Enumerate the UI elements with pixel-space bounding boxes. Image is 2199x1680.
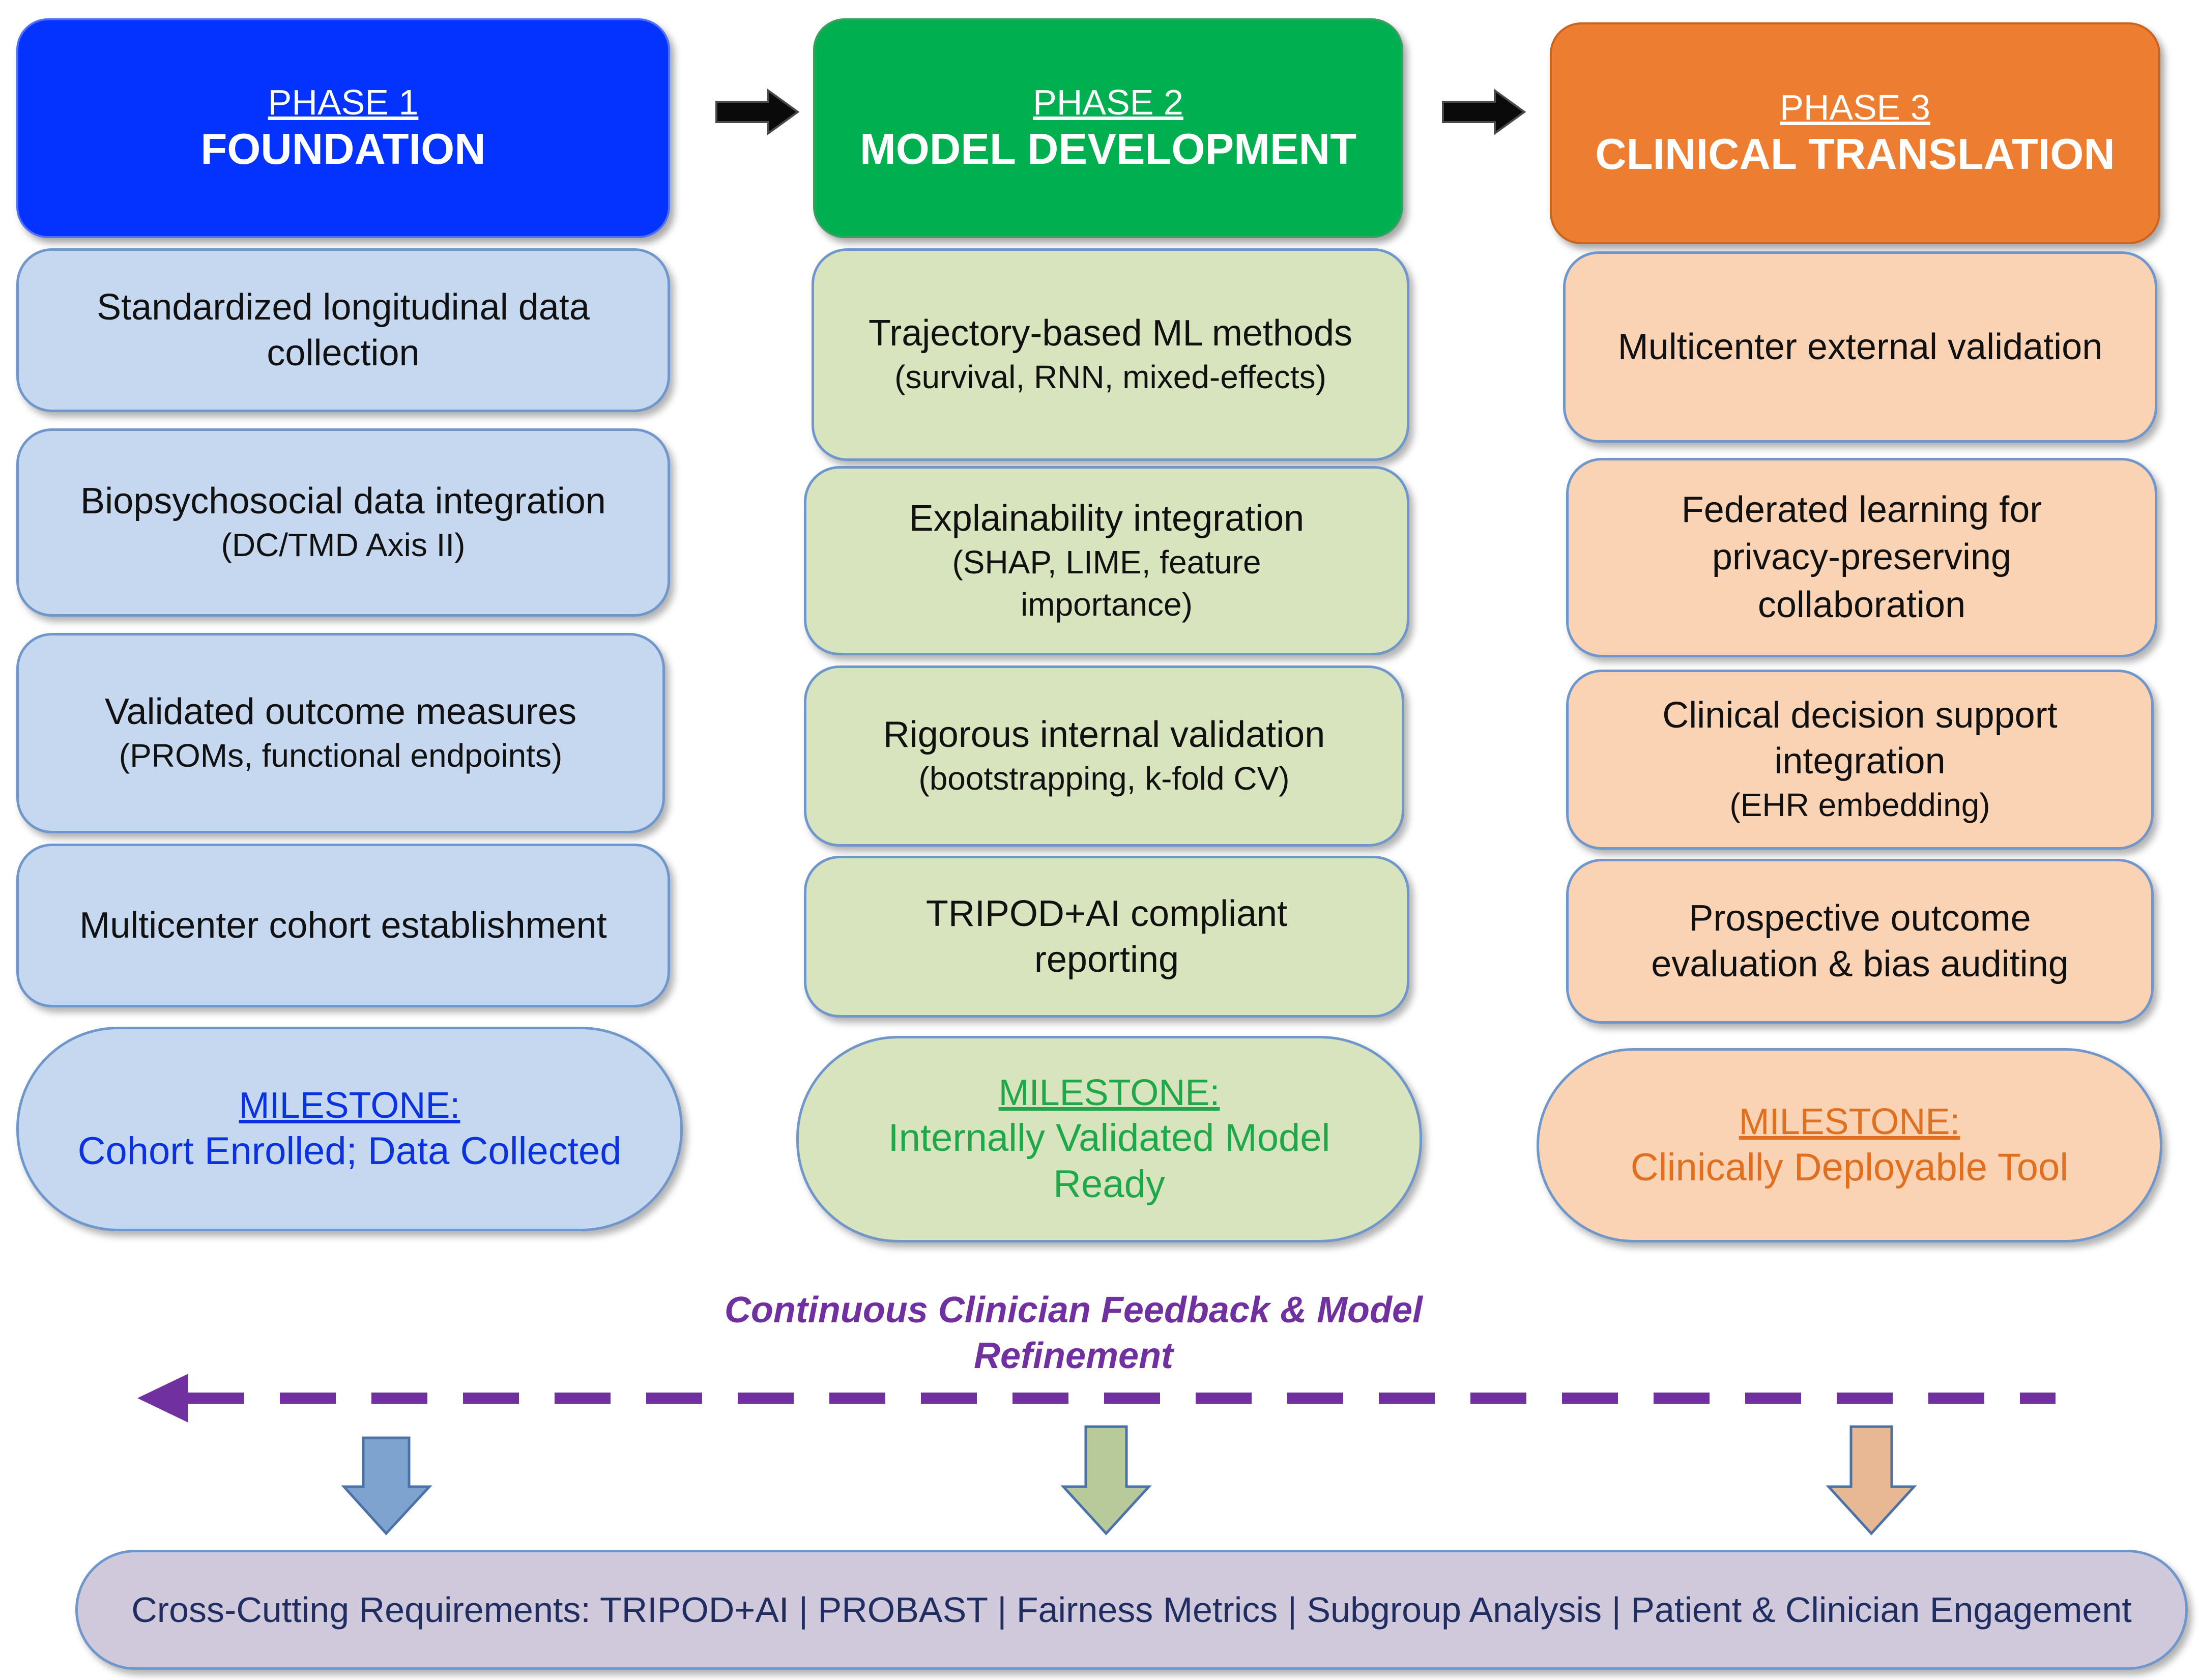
phase-3-title: CLINICAL TRANSLATION	[1595, 130, 2115, 179]
milestone-label: MILESTONE:	[998, 1072, 1220, 1113]
step-text: Multicenter external validation	[1617, 327, 2103, 367]
arrow-shape	[715, 89, 800, 135]
phase-1-step-2: Biopsychosocial data integration (DC/TMD…	[16, 428, 670, 617]
step-subtext: (PROMs, functional endpoints)	[119, 737, 563, 774]
step-subtext: (bootstrapping, k-fold CV)	[918, 760, 1290, 797]
milestone-text: Internally Validated Model Ready	[888, 1116, 1330, 1206]
step-text: Biopsychosocial data integration	[80, 481, 606, 522]
down-arrow-shape	[1826, 1425, 1917, 1536]
feedback-label: Continuous Clinician Feedback & Model Re…	[724, 1290, 1423, 1376]
cross-cutting-text: Cross-Cutting Requirements: TRIPOD+AI | …	[131, 1590, 2132, 1630]
phase-3-step-4: Prospective outcome evaluation & bias au…	[1566, 859, 2154, 1024]
step-text: Explainability integration	[909, 498, 1305, 539]
phase-1-down-arrow	[341, 1436, 432, 1536]
milestone-label: MILESTONE:	[1739, 1102, 1960, 1143]
step-subtext: (SHAP, LIME, feature importance)	[952, 543, 1261, 623]
phase-2-step-3: Rigorous internal validation (bootstrapp…	[804, 665, 1404, 847]
phase-1-step-1: Standardized longitudinal data collectio…	[16, 248, 670, 412]
phase-1-to-2-arrow	[715, 89, 800, 135]
phase-2-header: PHASE 2 MODEL DEVELOPMENT	[813, 18, 1403, 238]
feedback-dashed-arrow	[137, 1374, 2056, 1423]
phase-3-step-1: Multicenter external validation	[1563, 251, 2157, 443]
step-subtext: (survival, RNN, mixed-effects)	[894, 359, 1326, 396]
phase-2-milestone: MILESTONE: Internally Validated Model Re…	[796, 1036, 1422, 1242]
phase-2-step-2: Explainability integration (SHAP, LIME, …	[804, 466, 1409, 655]
cross-cutting-requirements: Cross-Cutting Requirements: TRIPOD+AI | …	[75, 1550, 2188, 1670]
phase-2-title: MODEL DEVELOPMENT	[859, 125, 1356, 174]
milestone-label: MILESTONE:	[239, 1085, 460, 1126]
step-text: Federated learning for privacy-preservin…	[1681, 489, 2042, 625]
phase-1-milestone: MILESTONE: Cohort Enrolled; Data Collect…	[16, 1027, 683, 1231]
milestone-text: Cohort Enrolled; Data Collected	[77, 1129, 622, 1173]
arrow-shape	[1442, 89, 1526, 135]
phase-1-title: FOUNDATION	[200, 125, 486, 174]
phase-3-milestone: MILESTONE: Clinically Deployable Tool	[1537, 1048, 2162, 1242]
phase-2-step-4: TRIPOD+AI compliant reporting	[804, 856, 1409, 1018]
phase-2-down-arrow	[1060, 1425, 1152, 1536]
step-text: Clinical decision support integration	[1662, 695, 2058, 782]
down-arrow-shape	[341, 1436, 432, 1536]
phase-2-step-1: Trajectory-based ML methods (survival, R…	[812, 248, 1409, 461]
phase-1-step-3: Validated outcome measures (PROMs, funct…	[16, 633, 665, 833]
left-arrowhead	[137, 1374, 188, 1423]
step-text: Trajectory-based ML methods	[868, 313, 1353, 354]
phase-3-header: PHASE 3 CLINICAL TRANSLATION	[1550, 22, 2160, 244]
step-text: Standardized longitudinal data collectio…	[97, 287, 590, 373]
step-text: Multicenter cohort establishment	[79, 905, 607, 946]
phase-2-to-3-arrow	[1442, 89, 1526, 135]
phase-1-label: PHASE 1	[268, 82, 419, 122]
phase-3-down-arrow	[1826, 1425, 1917, 1536]
step-text: Prospective outcome evaluation & bias au…	[1651, 898, 2069, 984]
step-text: Rigorous internal validation	[883, 714, 1325, 756]
step-subtext: (DC/TMD Axis II)	[221, 527, 466, 564]
phase-3-step-2: Federated learning for privacy-preservin…	[1566, 458, 2157, 657]
milestone-text: Clinically Deployable Tool	[1630, 1145, 2069, 1189]
step-text: TRIPOD+AI compliant reporting	[925, 893, 1288, 980]
phase-3-step-3: Clinical decision support integration (E…	[1566, 670, 2154, 850]
phase-3-label: PHASE 3	[1780, 87, 1930, 127]
step-subtext: (EHR embedding)	[1729, 787, 1990, 824]
phase-2-label: PHASE 2	[1033, 82, 1183, 122]
down-arrow-shape	[1060, 1425, 1152, 1536]
phase-1-header: PHASE 1 FOUNDATION	[16, 18, 670, 238]
step-text: Validated outcome measures	[104, 691, 577, 733]
phase-1-step-4: Multicenter cohort establishment	[16, 844, 670, 1007]
